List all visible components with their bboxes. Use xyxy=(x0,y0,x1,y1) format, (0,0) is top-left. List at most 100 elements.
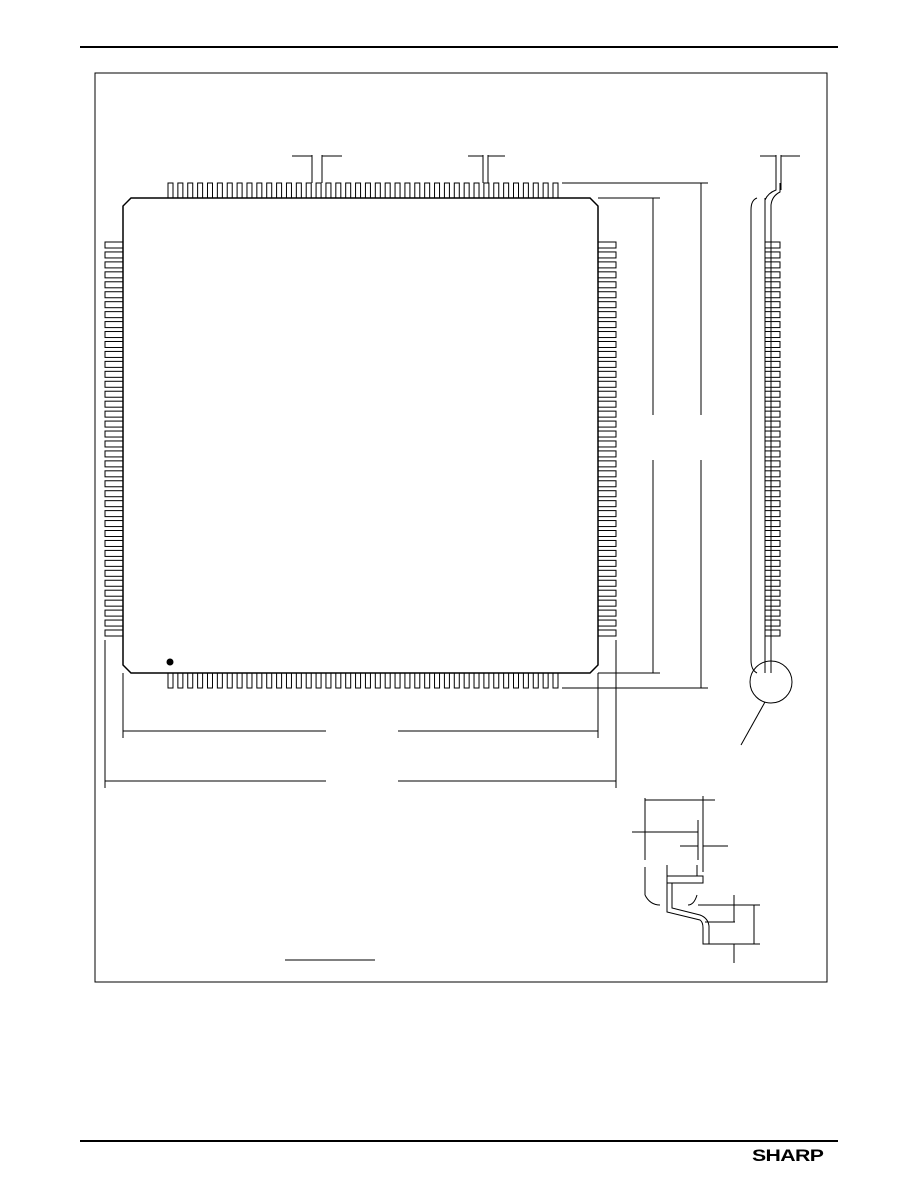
top-pin xyxy=(285,182,292,199)
bottom-pin xyxy=(335,672,342,689)
right-pin xyxy=(597,311,617,319)
side-view-pin xyxy=(764,539,781,547)
top-pin xyxy=(384,182,391,199)
left-pin xyxy=(104,569,124,577)
left-pin xyxy=(104,271,124,279)
left-pin xyxy=(104,281,124,289)
bottom-pin xyxy=(483,672,490,689)
top-pin xyxy=(216,182,223,199)
side-view-pin xyxy=(764,251,781,259)
side-view-pin xyxy=(764,450,781,458)
right-pin xyxy=(597,340,617,348)
side-view-pin xyxy=(764,340,781,348)
side-view-pin xyxy=(764,370,781,378)
right-pin xyxy=(597,440,617,448)
left-pin xyxy=(104,490,124,498)
top-pin xyxy=(532,182,539,199)
right-pin xyxy=(597,599,617,607)
top-pin xyxy=(345,182,352,199)
left-pin xyxy=(104,251,124,259)
left-pin xyxy=(104,291,124,299)
bottom-pin xyxy=(503,672,510,689)
left-pin xyxy=(104,619,124,627)
bottom-pin xyxy=(216,672,223,689)
top-pin xyxy=(177,182,184,199)
package-body xyxy=(122,197,599,674)
left-pin xyxy=(104,410,124,418)
side-view-pin xyxy=(764,559,781,567)
side-view-pin xyxy=(764,311,781,319)
right-pin xyxy=(597,241,617,249)
right-pin xyxy=(597,549,617,557)
right-pin xyxy=(597,490,617,498)
bottom-pin xyxy=(226,672,233,689)
top-pin xyxy=(374,182,381,199)
top-pin xyxy=(394,182,401,199)
right-pin xyxy=(597,301,617,309)
side-view-pin xyxy=(764,331,781,339)
bottom-pin xyxy=(197,672,204,689)
side-view-pin xyxy=(764,430,781,438)
side-view-pin xyxy=(764,410,781,418)
top-pin xyxy=(364,182,371,199)
top-pin xyxy=(424,182,431,199)
sharp-logo: SHARP xyxy=(752,1146,824,1165)
bottom-pin xyxy=(345,672,352,689)
top-pin xyxy=(552,182,559,199)
top-pin xyxy=(295,182,302,199)
right-pin xyxy=(597,350,617,358)
bottom-pin xyxy=(414,672,421,689)
bottom-pin xyxy=(434,672,441,689)
right-pin xyxy=(597,251,617,259)
right-pin xyxy=(597,281,617,289)
top-pin xyxy=(453,182,460,199)
side-view-pin xyxy=(764,460,781,468)
bottom-pin xyxy=(305,672,312,689)
right-pin xyxy=(597,291,617,299)
bottom-pin xyxy=(315,672,322,689)
top-pin xyxy=(355,182,362,199)
right-pin xyxy=(597,261,617,269)
top-pin xyxy=(197,182,204,199)
right-pin xyxy=(597,510,617,518)
side-view-pin xyxy=(764,520,781,528)
top-pin xyxy=(513,182,520,199)
right-pin xyxy=(597,410,617,418)
side-view-pin xyxy=(764,380,781,388)
left-pin xyxy=(104,420,124,428)
top-pin xyxy=(236,182,243,199)
side-view-pin xyxy=(764,301,781,309)
side-view-pin xyxy=(764,490,781,498)
side-view-pin xyxy=(764,261,781,269)
top-pin xyxy=(483,182,490,199)
side-view-pin xyxy=(764,510,781,518)
side-view-pin xyxy=(764,619,781,627)
left-pin xyxy=(104,599,124,607)
bottom-pin xyxy=(364,672,371,689)
side-view-pin xyxy=(764,480,781,488)
top-pin xyxy=(266,182,273,199)
top-pin xyxy=(434,182,441,199)
bottom-pin xyxy=(266,672,273,689)
right-pin xyxy=(597,420,617,428)
right-pin xyxy=(597,559,617,567)
bottom-pin xyxy=(295,672,302,689)
left-pin xyxy=(104,380,124,388)
left-pin xyxy=(104,430,124,438)
right-pin xyxy=(597,480,617,488)
left-pin xyxy=(104,360,124,368)
top-pin xyxy=(206,182,213,199)
right-pin xyxy=(597,609,617,617)
bottom-pin xyxy=(256,672,263,689)
right-pin xyxy=(597,530,617,538)
bottom-pin xyxy=(374,672,381,689)
top-pin xyxy=(167,182,174,199)
top-pin xyxy=(325,182,332,199)
right-pin xyxy=(597,460,617,468)
left-pin xyxy=(104,609,124,617)
top-pin xyxy=(246,182,253,199)
side-view-pin xyxy=(764,271,781,279)
side-view-pin xyxy=(764,241,781,249)
bottom-pin xyxy=(167,672,174,689)
left-pin xyxy=(104,579,124,587)
